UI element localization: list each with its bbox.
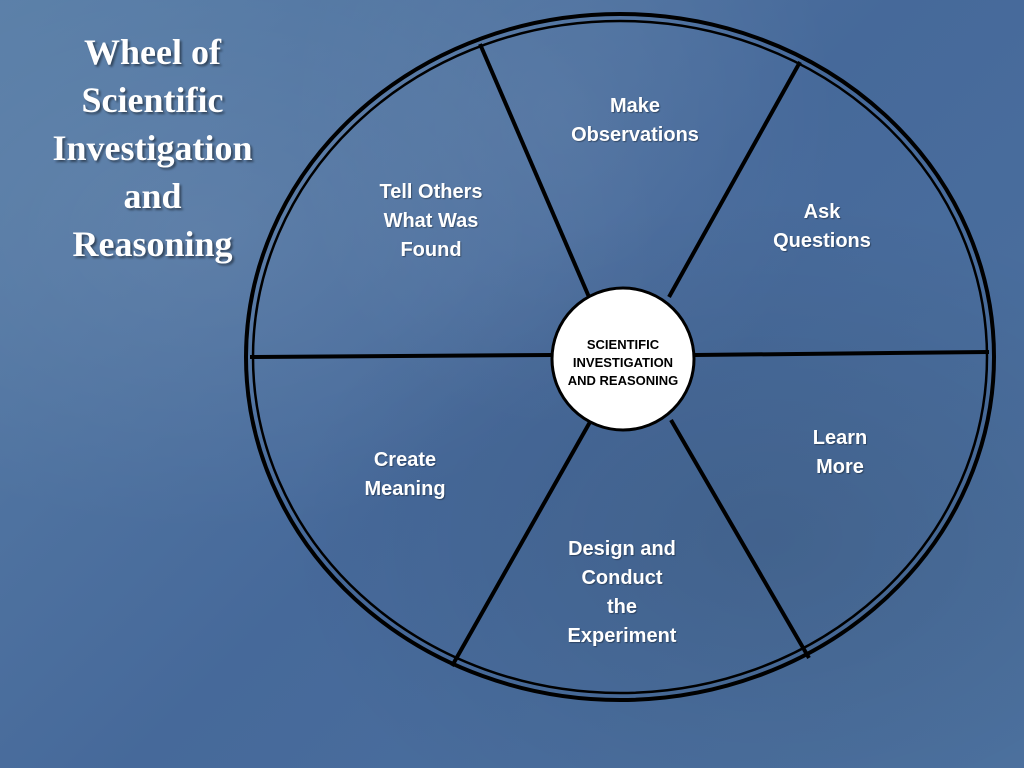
segment-label-tell-others: Tell Others What Was Found <box>379 181 483 261</box>
segment-label-design-experiment: Design and Conduct the Experiment <box>567 538 677 647</box>
spoke-top-left <box>478 43 591 298</box>
hub-label: SCIENTIFIC INVESTIGATION AND REASONING <box>567 337 679 388</box>
segment-label-make-observations: Make Observations <box>571 95 699 146</box>
spoke-right <box>694 350 990 357</box>
segment-label-ask-questions: Ask Questions <box>773 201 871 252</box>
wheel-hub <box>550 286 696 432</box>
spoke-top-right <box>667 61 802 298</box>
wheel-rim-outer <box>244 12 996 702</box>
spoke-bottom-right <box>669 418 811 660</box>
spoke-bottom-left <box>450 421 592 667</box>
segment-label-create-meaning: Create Meaning <box>364 449 446 500</box>
spoke-left <box>249 353 552 359</box>
segment-label-learn-more: Learn More <box>812 427 868 478</box>
slide-title: Wheel of Scientific Investigation and Re… <box>52 32 253 264</box>
